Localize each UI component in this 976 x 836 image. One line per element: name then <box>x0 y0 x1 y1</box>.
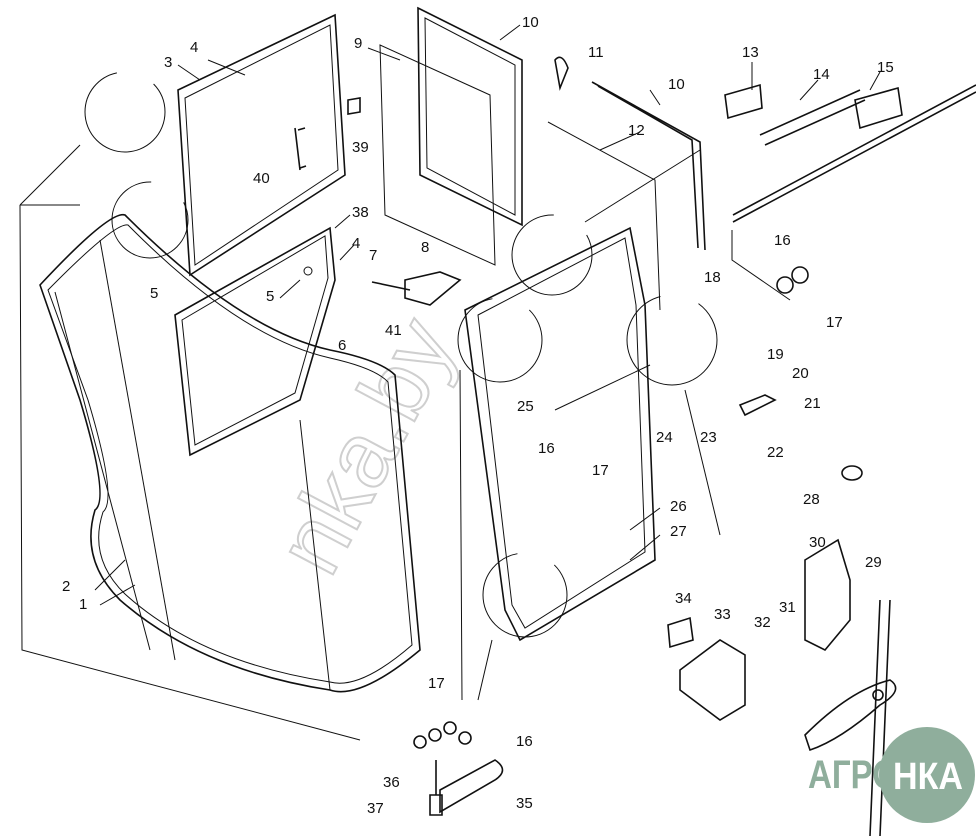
callout: 6 <box>338 337 346 354</box>
door-frame <box>464 121 661 642</box>
callout: 7 <box>369 247 377 264</box>
callout: 8 <box>421 239 429 256</box>
callout: 10 <box>522 14 539 31</box>
callout: 33 <box>714 606 731 623</box>
callout: 32 <box>754 614 771 631</box>
callout: 16 <box>516 733 533 750</box>
callout: 9 <box>354 35 362 52</box>
callout: 17 <box>592 462 609 479</box>
callout: 17 <box>826 314 843 331</box>
callout: 4 <box>190 39 198 56</box>
callout: 10 <box>668 76 685 93</box>
callout: 22 <box>767 444 784 461</box>
callout: 36 <box>383 774 400 791</box>
callout: 16 <box>538 440 555 457</box>
callout: 38 <box>352 204 369 221</box>
rollers <box>413 721 472 816</box>
logo-circle-text: НКА <box>893 756 963 798</box>
hardware <box>347 56 897 836</box>
callout: 23 <box>700 429 717 446</box>
callout: 14 <box>813 66 830 83</box>
callout: 2 <box>62 578 70 595</box>
callout: 3 <box>164 54 172 71</box>
agronka-logo: АГРО НКА <box>808 727 975 823</box>
callout: 13 <box>742 44 759 61</box>
callout: 11 <box>588 44 604 61</box>
callout: 5 <box>266 288 274 305</box>
callout: 4 <box>352 235 360 252</box>
callout: 5 <box>150 285 158 302</box>
callout: 27 <box>670 523 687 540</box>
callout: 19 <box>767 346 784 363</box>
leader-lines <box>19 24 881 741</box>
callout: 12 <box>628 122 645 139</box>
callout: 20 <box>792 365 809 382</box>
callout: 16 <box>774 232 791 249</box>
upper-rear-window <box>177 13 346 277</box>
callout: 35 <box>516 795 533 812</box>
callout: 37 <box>367 800 384 817</box>
lower-side-window <box>174 226 336 457</box>
door-glass <box>379 6 706 266</box>
callout: 28 <box>803 491 820 508</box>
detail-circles <box>84 71 718 638</box>
callout: 1 <box>79 596 87 613</box>
callout: 17 <box>428 675 445 692</box>
callout: 34 <box>675 590 692 607</box>
callout: 31 <box>779 599 796 616</box>
callout: 39 <box>352 139 369 156</box>
callout-labels: 4 3 9 10 11 10 13 14 15 12 39 40 38 4 7 … <box>62 14 894 817</box>
callout: 21 <box>804 395 821 412</box>
callout: 30 <box>809 534 826 551</box>
callout: 15 <box>877 59 894 76</box>
callout: 26 <box>670 498 687 515</box>
callout: 40 <box>253 170 270 187</box>
callout: 24 <box>656 429 673 446</box>
callout: 18 <box>704 269 721 286</box>
callout: 29 <box>865 554 882 571</box>
callout: 25 <box>517 398 534 415</box>
callout: 41 <box>385 322 402 339</box>
windshield <box>39 213 421 693</box>
roof-rail <box>724 83 976 294</box>
